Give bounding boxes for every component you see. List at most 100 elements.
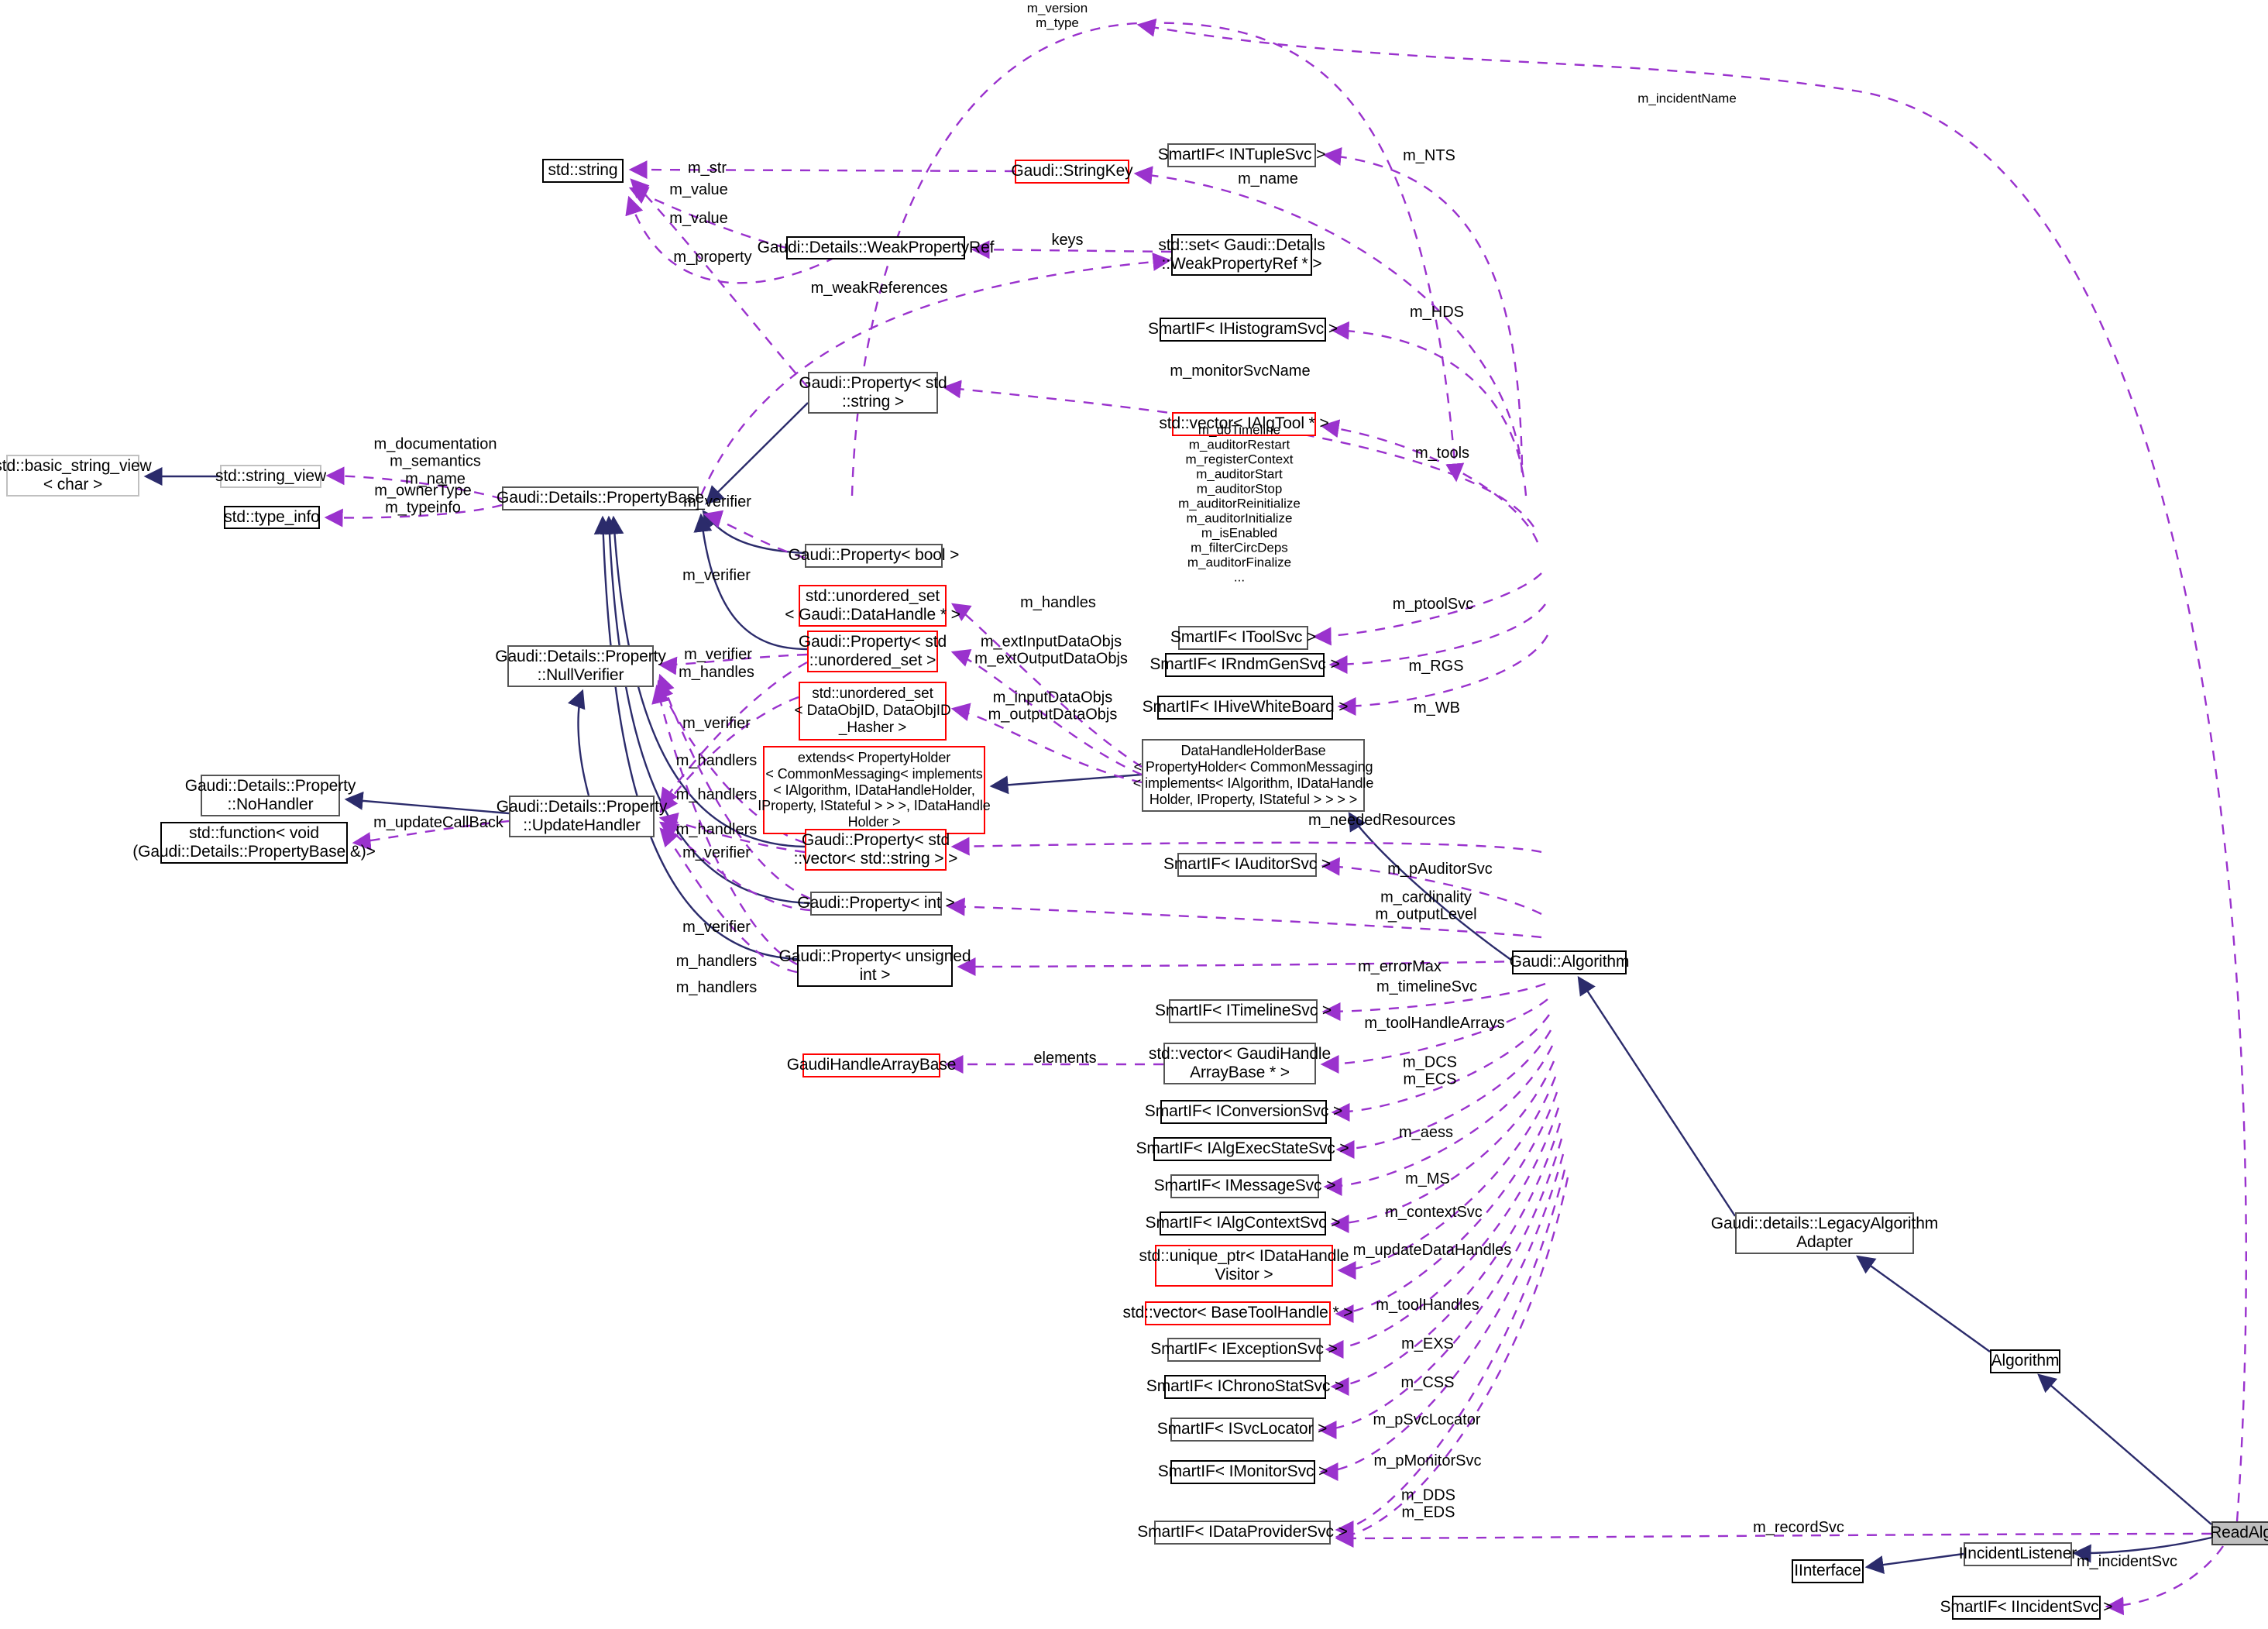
class-node-string_view[interactable]: std::string_view	[215, 465, 326, 488]
class-node-smartif_itimelinesvc[interactable]: SmartIF< ITimelineSvc >	[1155, 999, 1332, 1023]
edge-label: m_str	[688, 159, 727, 177]
class-node-std_string[interactable]: std::string	[542, 159, 624, 183]
edge-label: m_aess	[1398, 1123, 1454, 1141]
class-node-smartif_iauditorsvc[interactable]: SmartIF< IAuditorSvc >	[1163, 853, 1331, 877]
edge-label: m_pSvcLocator	[1373, 1411, 1481, 1428]
class-node-gaudi_algorithm[interactable]: Gaudi::Algorithm	[1510, 950, 1630, 974]
class-node-smartif_ihistogramsvc[interactable]: SmartIF< IHistogramSvc >	[1148, 318, 1338, 342]
class-node-property_vector_string[interactable]: Gaudi::Property< std ::vector< std::stri…	[794, 829, 957, 871]
class-node-std_function_void[interactable]: std::function< void (Gaudi::Details::Pro…	[132, 822, 376, 864]
class-node-unique_ptr_idatahandlevisitor[interactable]: std::unique_ptr< IDataHandle Visitor >	[1139, 1245, 1349, 1287]
edge-label: m_property	[673, 248, 752, 266]
class-node-iincidentlistener[interactable]: IIncidentListener	[1959, 1542, 2077, 1566]
edge-label: m_verifier	[682, 918, 751, 936]
edge-label: m_documentation m_semantics m_name	[373, 435, 497, 488]
edge-label: m_HDS	[1409, 303, 1465, 321]
class-node-datahandleholderbase[interactable]: DataHandleHolderBase < PropertyHolder< C…	[1133, 739, 1373, 812]
edge-label: m_name	[1238, 170, 1298, 187]
class-node-unordered_set_dataobjid[interactable]: std::unordered_set < DataObjID, DataObjI…	[794, 682, 951, 741]
class-node-property_string[interactable]: Gaudi::Property< std ::string >	[799, 372, 947, 414]
class-node-vector_basetoolhandle[interactable]: std::vector< BaseToolHandle * >	[1123, 1301, 1353, 1325]
edge-label: m_ownerType m_typeinfo	[374, 482, 472, 517]
edge-label: m_handlers	[675, 820, 758, 838]
class-node-extends_propertyholder[interactable]: extends< PropertyHolder < CommonMessagin…	[758, 746, 991, 834]
edge-label: m_NTS	[1403, 146, 1455, 164]
edge-label: m_handlers	[675, 952, 758, 970]
edge-label: m_EXS	[1401, 1335, 1454, 1352]
class-node-smartif_iconversionsvc[interactable]: SmartIF< IConversionSvc >	[1145, 1100, 1342, 1124]
edge-label: m_handlers	[675, 978, 758, 996]
edge-label: m_pAuditorSvc	[1387, 860, 1493, 878]
class-node-gaudihandlearraybase[interactable]: GaudiHandleArrayBase	[787, 1053, 956, 1077]
class-node-vector_ialgtool[interactable]: std::vector< IAlgTool * >	[1159, 412, 1329, 436]
class-node-basic_string_view[interactable]: std::basic_string_view < char >	[0, 455, 152, 497]
edge-label: m_pMonitorSvc	[1373, 1452, 1482, 1469]
edge-label: m_WB	[1414, 699, 1460, 717]
edge-label: m_DDS m_EDS	[1400, 1486, 1456, 1521]
edge-label: m_verifier	[683, 493, 751, 510]
class-node-property_unordered_set[interactable]: Gaudi::Property< std ::unordered_set >	[799, 631, 947, 672]
class-node-smartif_imonitorsvc[interactable]: SmartIF< IMonitorSvc >	[1158, 1460, 1328, 1484]
class-node-readalg[interactable]: ReadAlg	[2210, 1521, 2268, 1545]
edge-label: m_extInputDataObjs m_extOutputDataObjs	[974, 633, 1128, 668]
edge-label: m_handles	[679, 663, 754, 681]
edge-label: m_weakReferences	[810, 279, 948, 297]
class-node-iinterface[interactable]: IInterface	[1792, 1559, 1864, 1583]
class-node-unordered_set_datahandle[interactable]: std::unordered_set < Gaudi::DataHandle *…	[785, 585, 960, 627]
edge-label: m_monitorSvcName	[1170, 362, 1311, 380]
class-node-stringkey[interactable]: Gaudi::StringKey	[1011, 160, 1133, 184]
edge-label: m_CSS	[1400, 1373, 1455, 1391]
class-node-smartif_isvclocator[interactable]: SmartIF< ISvcLocator >	[1157, 1418, 1327, 1442]
edge-label: m_version m_type	[1026, 0, 1088, 30]
edge-label: m_toolHandles	[1376, 1296, 1479, 1314]
class-node-propertybase[interactable]: Gaudi::Details::PropertyBase	[497, 486, 704, 510]
edge-label: m_RGS	[1408, 657, 1464, 675]
class-node-algorithm[interactable]: Algorithm	[1990, 1349, 2060, 1373]
edge-label: m_timelineSvc	[1376, 978, 1478, 995]
edge-label: m_incidentSvc	[2076, 1552, 2178, 1570]
class-node-smartif_ialgexecstatesvc[interactable]: SmartIF< IAlgExecStateSvc >	[1136, 1137, 1349, 1161]
class-node-smartif_imessagesvc[interactable]: SmartIF< IMessageSvc >	[1154, 1174, 1335, 1198]
edge-label: m_handlers	[675, 751, 758, 769]
edge-label: m_cardinality m_outputLevel	[1375, 888, 1477, 923]
edge-label: m_toolHandleArrays	[1364, 1014, 1505, 1032]
edge-label: m_verifier	[684, 645, 752, 663]
class-node-smartif_ihivewhiteboard[interactable]: SmartIF< IHiveWhiteBoard >	[1143, 696, 1349, 720]
class-node-smartif_idataprovidersvc[interactable]: SmartIF< IDataProviderSvc >	[1137, 1521, 1348, 1545]
edge-label: m_handlers	[675, 785, 758, 803]
class-node-nohandler[interactable]: Gaudi::Details::Property ::NoHandler	[185, 775, 356, 816]
class-node-nullverifier[interactable]: Gaudi::Details::Property ::NullVerifier	[495, 645, 666, 687]
edge-label: m_verifier	[682, 844, 751, 861]
edge-label: m_ptoolSvc	[1392, 595, 1474, 613]
class-node-smartif_ialgcontextsvc[interactable]: SmartIF< IAlgContextSvc >	[1146, 1211, 1341, 1235]
class-node-weakpropertyref[interactable]: Gaudi::Details::WeakPropertyRef	[758, 236, 995, 259]
class-node-smartif_irndmgensvc[interactable]: SmartIF< IRndmGenSvc >	[1149, 653, 1340, 677]
edge-label: m_MS	[1405, 1170, 1450, 1187]
edge-label: m_DCS m_ECS	[1402, 1053, 1458, 1088]
class-node-type_info[interactable]: std::type_info	[224, 506, 320, 529]
class-node-vector_gaudihandlearraybase[interactable]: std::vector< GaudiHandle ArrayBase * >	[1149, 1043, 1331, 1084]
class-node-smartif_intuplesvc[interactable]: SmartIF< INTupleSvc >	[1158, 143, 1325, 167]
edge-label: m_neededResources	[1308, 811, 1456, 829]
edge-label: m_verifier	[682, 566, 751, 584]
edge-label: m_value	[669, 209, 728, 227]
edge-label: m_verifier	[682, 714, 751, 732]
edge-label: keys	[1051, 231, 1084, 249]
edge-label: m_value	[669, 180, 728, 198]
class-node-updatehandler[interactable]: Gaudi::Details::Property ::UpdateHandler	[497, 796, 667, 837]
class-node-smartif_iincidentsvc[interactable]: SmartIF< IIncidentSvc >	[1940, 1596, 2113, 1620]
edge-label: elements	[1033, 1049, 1097, 1067]
class-node-legacyalgorithmadapter[interactable]: Gaudi::details::LegacyAlgorithm Adapter	[1711, 1212, 1938, 1254]
class-node-property_int[interactable]: Gaudi::Property< int >	[797, 892, 955, 916]
class-node-property_bool[interactable]: Gaudi::Property< bool >	[789, 544, 959, 568]
class-node-smartif_iexceptionsvc[interactable]: SmartIF< IExceptionSvc >	[1150, 1338, 1338, 1362]
edge-label: m_updateCallBack	[373, 813, 503, 831]
class-node-smartif_ichronostatsvc[interactable]: SmartIF< IChronoStatSvc >	[1146, 1375, 1344, 1399]
edge-label: m_inputDataObjs m_outputDataObjs	[988, 689, 1118, 723]
class-node-set_weakpropertyref[interactable]: std::set< Gaudi::Details ::WeakPropertyR…	[1158, 234, 1325, 276]
class-node-smartif_itoolsvc[interactable]: SmartIF< IToolSvc >	[1170, 626, 1316, 650]
edge-label: m_doTimeline m_auditorRestart m_register…	[1178, 422, 1301, 585]
class-node-property_unsigned_int[interactable]: Gaudi::Property< unsigned int >	[779, 945, 971, 987]
